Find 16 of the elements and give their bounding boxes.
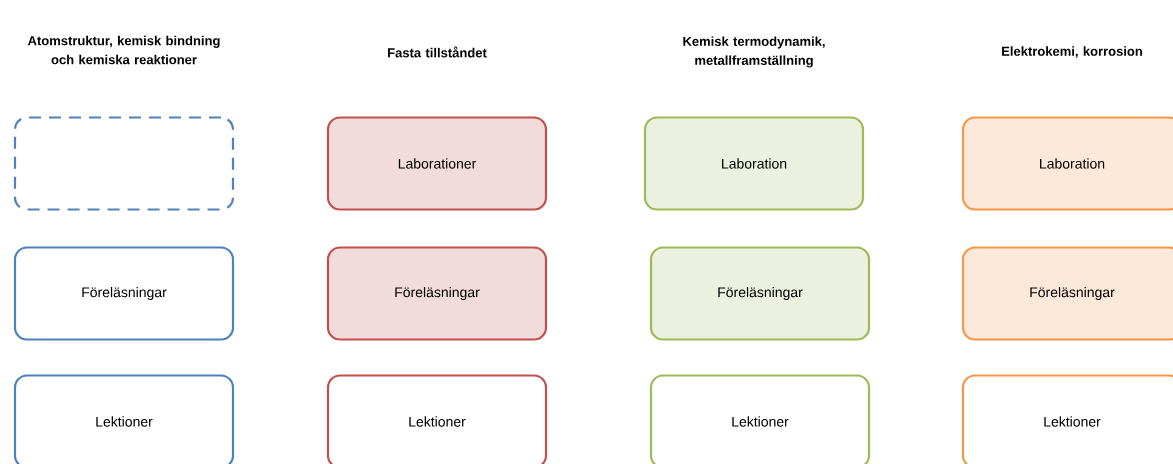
activity-box: Lektioner [13, 374, 235, 464]
activity-box: Föreläsningar [961, 246, 1173, 341]
column-heading: Elektrokemi, korrosion [1002, 46, 1142, 58]
column-heading: Kemisk termodynamik, metallframställning [683, 36, 825, 68]
activity-box: Lektioner [649, 374, 871, 464]
column-heading: Atomstruktur, kemisk bindning och kemiska reaktioner [27, 35, 220, 65]
column-heading: Fasta tillståndet [388, 46, 487, 58]
activity-box: Föreläsningar [326, 246, 548, 341]
activity-box: Laborationer [326, 116, 548, 211]
empty-dashed-box [13, 116, 235, 211]
activity-box: Laboration [961, 116, 1173, 211]
activity-box: Föreläsningar [13, 246, 235, 341]
activity-box: Föreläsningar [649, 246, 871, 341]
activity-box: Laboration [643, 116, 865, 211]
activity-box: Lektioner [961, 374, 1173, 464]
activity-box: Lektioner [326, 374, 548, 464]
